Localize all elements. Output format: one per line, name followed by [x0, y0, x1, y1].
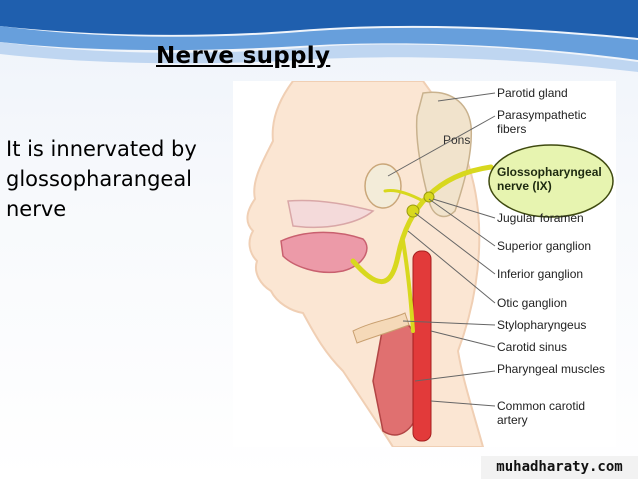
superior-ganglion — [423, 191, 435, 203]
label-superior-ganglion: Superior ganglion — [497, 239, 592, 253]
label-stylopharyngeus: Stylopharyngeus — [497, 318, 587, 332]
parotid-gland — [364, 163, 402, 209]
stylopharyngeus — [352, 312, 410, 344]
glossopharyngeal-nerve — [350, 164, 494, 285]
label-pharyngeal-muscles: Pharyngeal muscles — [497, 362, 606, 376]
label-parasympathetic-fibers: Parasympathetic fibers — [497, 108, 587, 136]
label-inferior-ganglion: Inferior ganglion — [497, 267, 584, 281]
pons-label: Pons — [443, 133, 471, 147]
label-carotid-sinus: Carotid sinus — [497, 340, 568, 354]
label-parotid-gland: Parotid gland — [497, 86, 568, 100]
label-jugular-foramen: Jugular foramen — [497, 211, 584, 225]
label-otic-ganglion: Otic ganglion — [497, 296, 568, 310]
nasal-cavity — [287, 199, 375, 229]
body-text: It is innervated by glossopharangeal ner… — [6, 137, 197, 221]
highlight-ellipse — [488, 144, 614, 218]
nerve-branch-parasympathetic — [383, 189, 425, 203]
pons — [415, 91, 473, 218]
label-glossopharyngeal-nerve: Glossopharyngeal nerve (IX) — [497, 165, 602, 193]
watermark: muhadharaty.com — [481, 456, 638, 479]
carotid-artery — [412, 250, 432, 442]
nerve-branch-pharyngeal — [401, 239, 415, 333]
label-common-carotid-artery: Common carotid artery — [497, 399, 586, 427]
tongue — [280, 231, 368, 274]
head-neck-illustration — [246, 81, 614, 447]
slide-title: Nerve supply — [156, 43, 331, 69]
anatomy-figure: Pons Parotid gland Parasympathetic fiber… — [233, 81, 616, 447]
